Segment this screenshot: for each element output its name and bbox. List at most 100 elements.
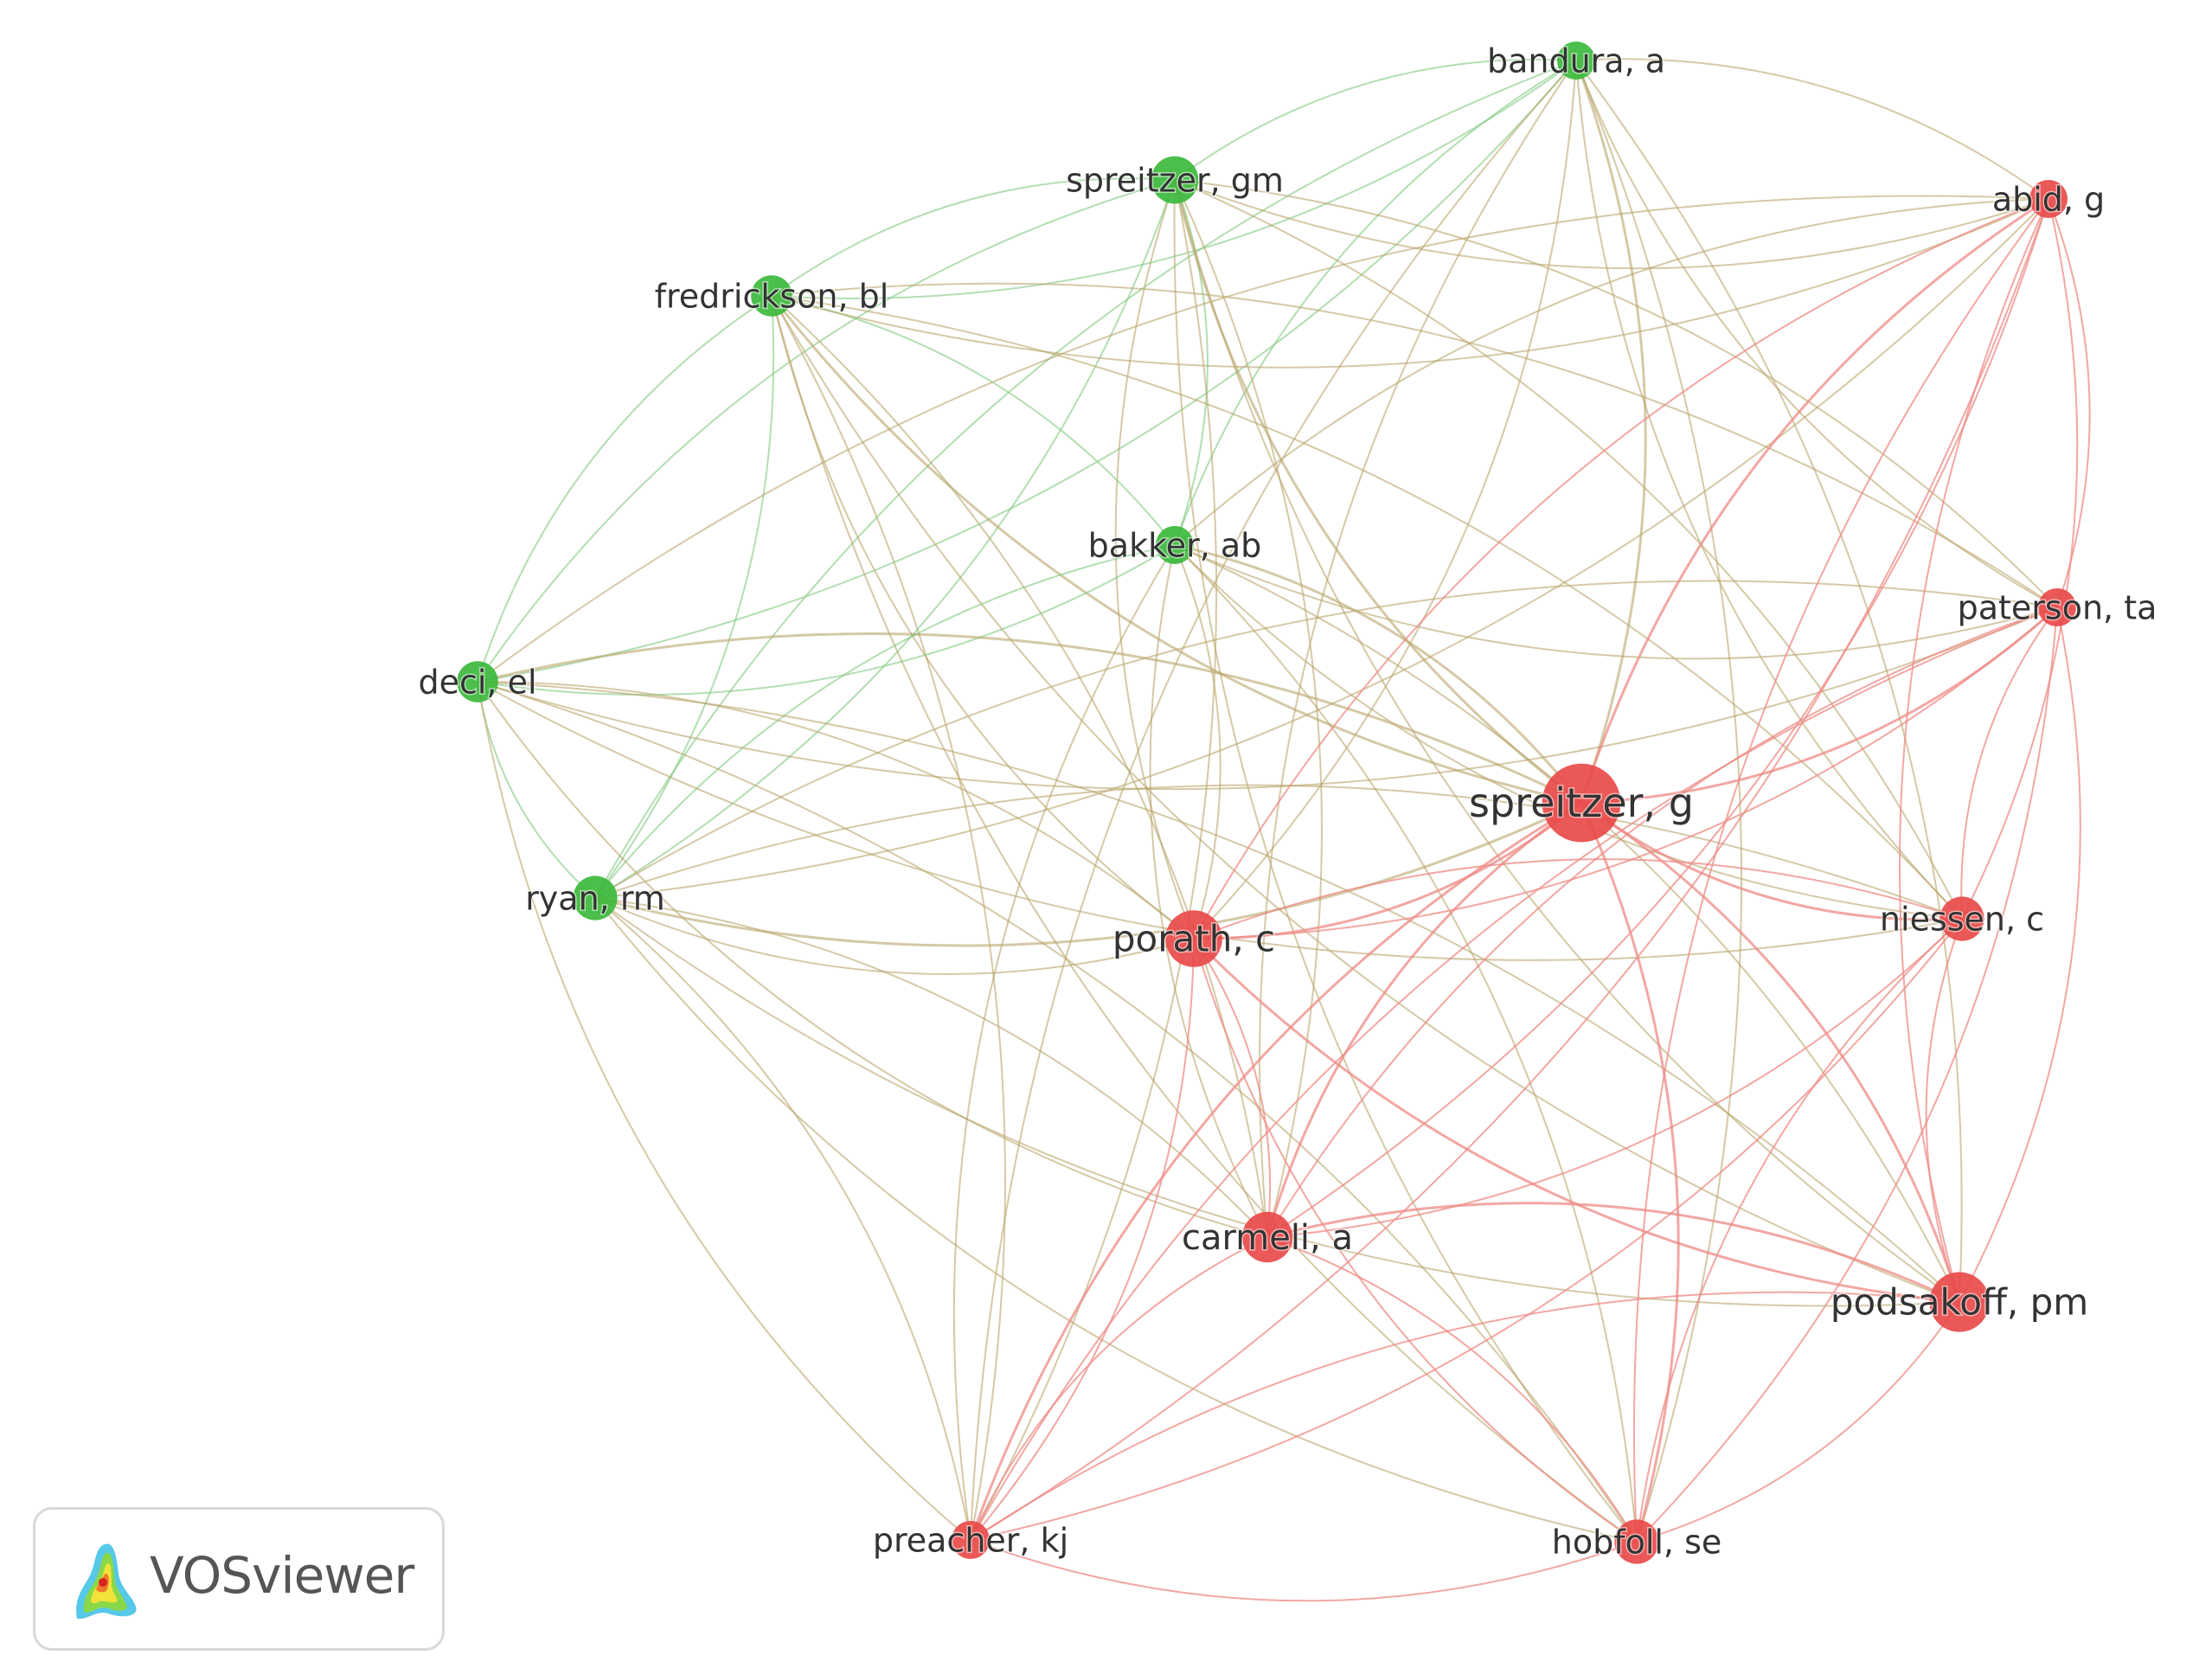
link-bakker-deci (477, 544, 1176, 696)
link-paterson-hobfoll (1636, 606, 2058, 1543)
node-label-spreitzer_g: spreitzer, g (1469, 779, 1694, 826)
link-bandura-hobfoll (1575, 60, 1743, 1543)
link-bakker-paterson (1174, 544, 2058, 660)
node-label-carmeli: carmeli, a (1182, 1218, 1353, 1258)
node-preacher[interactable] (952, 1521, 990, 1559)
link-spreitzer_gm-hobfoll (1173, 179, 1638, 1543)
link-abid-spreitzer_g (1580, 197, 2049, 804)
node-label-niessen: niessen, c (1880, 900, 2044, 938)
link-spreitzer_gm-paterson (1174, 179, 2058, 608)
link-bakker-niessen (1174, 544, 1963, 920)
link-carmeli-podsakoff (1266, 1202, 1960, 1304)
link-ryan-preacher (594, 897, 971, 1541)
link-niessen-podsakoff (1925, 918, 1963, 1303)
link-bakker-carmeli (1149, 544, 1268, 1238)
link-bakker-preacher (952, 544, 1176, 1541)
link-spreitzer_gm-spreitzer_g (1173, 179, 1582, 805)
vosviewer-logo-text: VOSviewer (150, 1546, 414, 1605)
link-paterson-podsakoff (1959, 606, 2081, 1303)
node-bakker[interactable] (1156, 526, 1194, 564)
link-niessen-hobfoll (1636, 918, 1963, 1543)
link-porath-carmeli (1193, 938, 1272, 1238)
link-bakker-abid (1174, 198, 2049, 546)
link-spreitzer_gm-fredrickson (771, 177, 1176, 297)
link-bandura-paterson (1575, 60, 2058, 608)
node-spreitzer_g[interactable] (1542, 763, 1621, 843)
link-abid-carmeli (1266, 198, 2049, 1238)
node-carmeli[interactable] (1241, 1211, 1293, 1263)
link-spreitzer_g-hobfoll (1580, 802, 1680, 1543)
link-paterson-carmeli (1266, 606, 2058, 1238)
link-fredrickson-abid (771, 198, 2049, 369)
link-bandura-ryan (594, 60, 1577, 899)
link-niessen-carmeli (1266, 918, 1963, 1238)
link-deci-podsakoff (477, 681, 1960, 1303)
link-deci-abid (477, 195, 2049, 683)
link-bandura-spreitzer_g (1574, 60, 1647, 804)
node-label-preacher: preacher, kj (873, 1521, 1068, 1559)
link-deci-carmeli (477, 681, 1268, 1238)
node-label-bandura: bandura, a (1487, 42, 1665, 80)
link-bakker-ryan (594, 544, 1176, 899)
link-ryan-abid (594, 198, 2049, 899)
link-ryan-podsakoff (594, 897, 1960, 1307)
link-deci-hobfoll (477, 681, 1638, 1543)
link-spreitzer_gm-preacher (970, 179, 1218, 1541)
node-label-abid: abid, g (1992, 180, 2105, 218)
node-abid[interactable] (2029, 180, 2068, 218)
node-porath[interactable] (1165, 910, 1222, 967)
node-label-ryan: ryan, rm (525, 879, 665, 917)
link-abid-podsakoff (1899, 198, 2049, 1303)
link-porath-preacher (970, 938, 1195, 1541)
node-paterson[interactable] (2038, 588, 2076, 626)
node-podsakoff[interactable] (1929, 1272, 1990, 1332)
link-abid-niessen (1961, 198, 2079, 920)
link-podsakoff-hobfoll (1636, 1301, 1960, 1543)
link-porath-podsakoff (1192, 937, 1960, 1304)
link-deci-spreitzer_g (477, 632, 1582, 805)
node-label-fredrickson: fredrickson, bl (655, 277, 889, 315)
node-label-porath: porath, c (1112, 918, 1275, 960)
link-ryan-spreitzer_g (594, 801, 1582, 947)
node-deci[interactable] (457, 661, 498, 702)
link-fredrickson-niessen (771, 295, 1963, 920)
link-niessen-porath (1193, 858, 1963, 940)
network-nodes (457, 42, 2076, 1564)
network-links (477, 58, 2091, 1602)
link-abid-porath (1193, 198, 2049, 940)
link-fredrickson-deci (477, 295, 773, 683)
link-carmeli-preacher (970, 1236, 1268, 1541)
link-fredrickson-ryan (594, 295, 775, 899)
link-fredrickson-hobfoll (771, 295, 1638, 1543)
link-bandura-abid (1575, 58, 2049, 200)
link-preacher-hobfoll (970, 1539, 1638, 1602)
link-spreitzer_g-preacher (969, 801, 1582, 1541)
link-abid-hobfoll (1632, 198, 2049, 1543)
link-spreitzer_gm-ryan (594, 179, 1176, 899)
link-podsakoff-preacher (970, 1291, 1960, 1541)
link-ryan-carmeli (594, 897, 1268, 1238)
link-spreitzer_gm-porath (1114, 179, 1195, 940)
link-spreitzer_g-podsakoff (1580, 801, 1961, 1303)
link-ryan-hobfoll (594, 897, 1638, 1543)
node-label-hobfoll: hobfoll, se (1552, 1523, 1722, 1561)
link-spreitzer_gm-abid (1174, 179, 2049, 270)
link-bakker-podsakoff (1174, 544, 1960, 1303)
node-bandura[interactable] (1557, 42, 1595, 80)
link-fredrickson-preacher (771, 295, 1006, 1541)
link-bandura-porath (1193, 60, 1577, 940)
link-abid-preacher (970, 198, 2049, 1541)
node-spreitzer_gm[interactable] (1151, 156, 1199, 204)
node-label-bakker: bakker, ab (1088, 526, 1262, 564)
link-carmeli-hobfoll (1266, 1236, 1638, 1543)
link-bandura-niessen (1575, 60, 1963, 920)
node-fredrickson[interactable] (751, 275, 792, 317)
link-deci-porath (477, 680, 1195, 940)
node-hobfoll[interactable] (1614, 1519, 1659, 1564)
link-paterson-preacher (970, 606, 2058, 1541)
node-niessen[interactable] (1940, 896, 1984, 941)
node-ryan[interactable] (573, 876, 618, 921)
link-bakker-spreitzer_g (1174, 543, 1583, 804)
link-spreitzer_gm-niessen (1174, 179, 1963, 920)
link-porath-hobfoll (1193, 938, 1638, 1543)
